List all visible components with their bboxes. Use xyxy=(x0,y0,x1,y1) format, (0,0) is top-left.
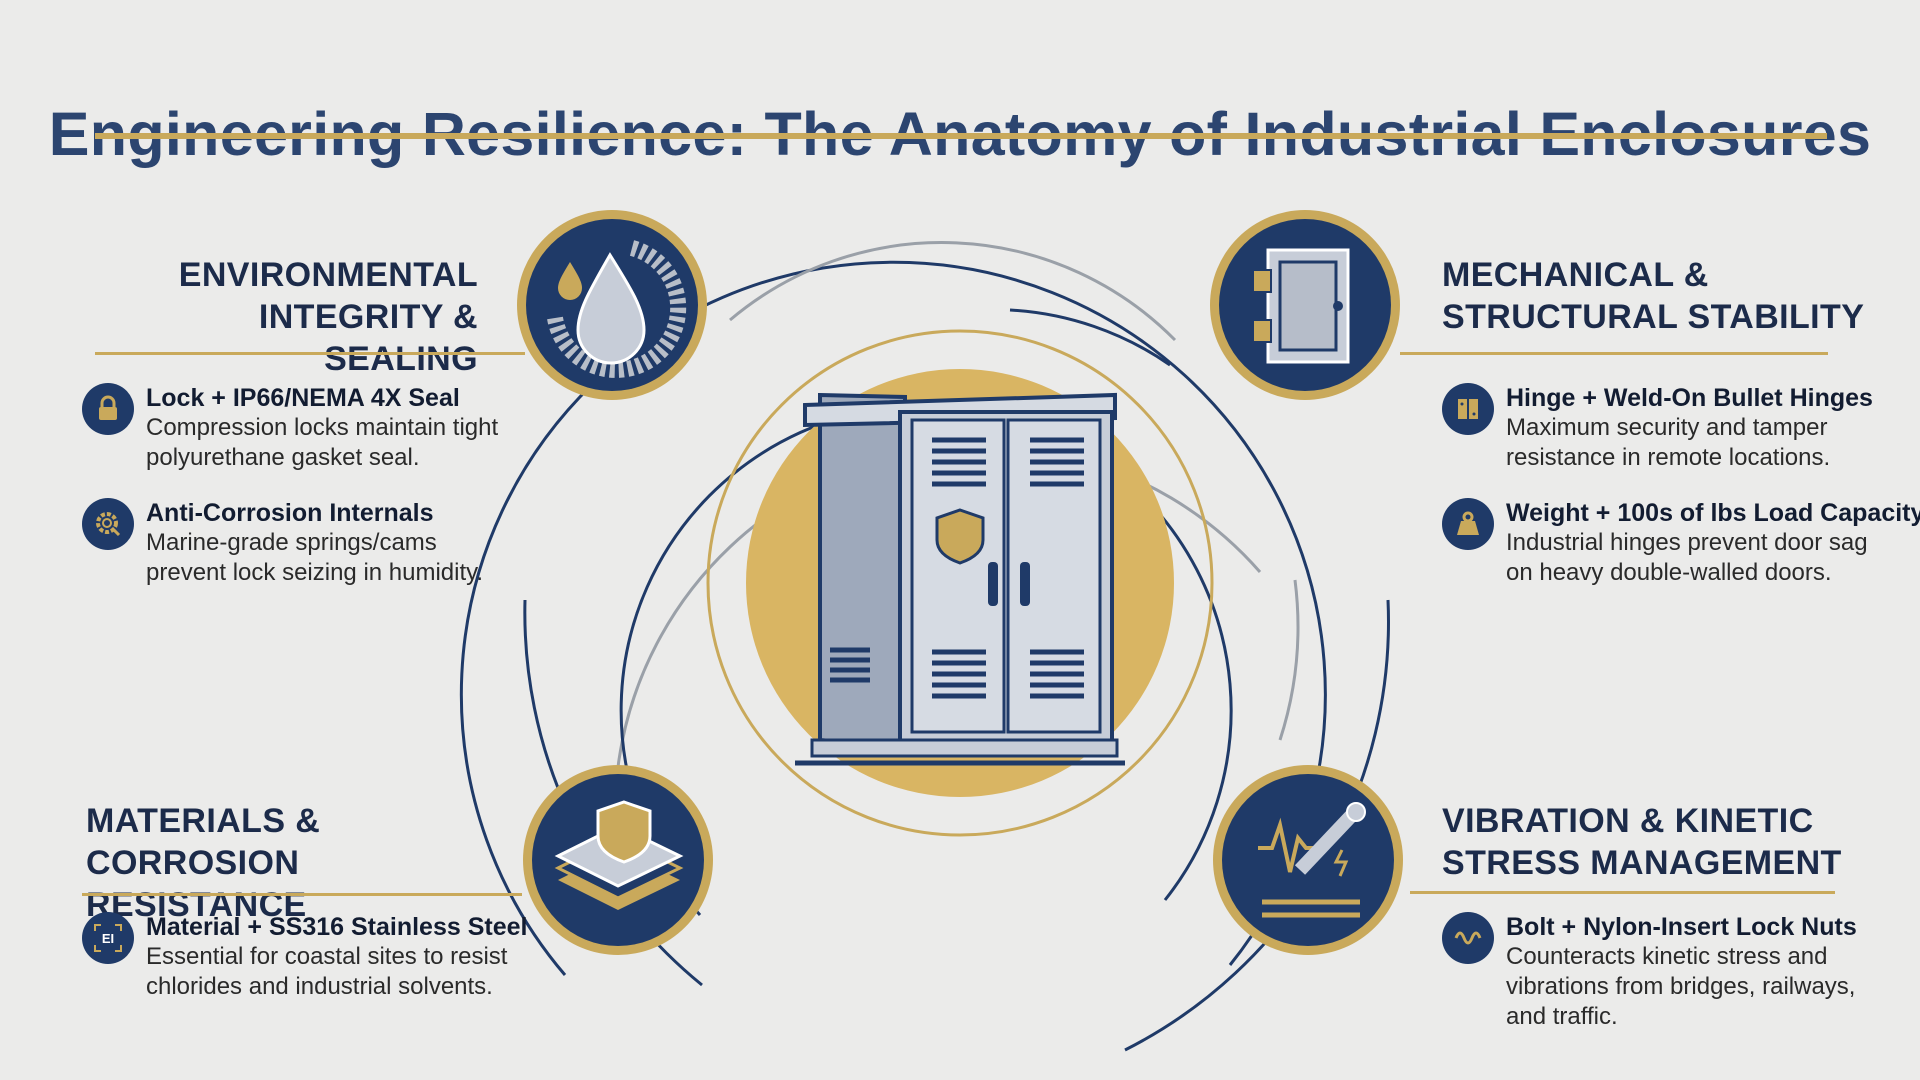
environmental-heading-line-2: INTEGRITY & SEALING xyxy=(258,298,478,378)
item-label: Bolt + Nylon-Insert Lock Nuts xyxy=(1506,913,1857,941)
vibration-heading-line-2: STRESS MANAGEMENT xyxy=(1442,844,1842,882)
environmental-rule xyxy=(95,352,525,355)
mechanical-heading-line-1: MECHANICAL & xyxy=(1442,256,1709,294)
item-label: Material + SS316 Stainless Steel xyxy=(146,913,528,941)
gear-search-icon xyxy=(82,498,134,550)
item-desc-line: prevent lock seizing in humidity. xyxy=(146,559,484,586)
environmental-heading: ENVIRONMENTAL INTEGRITY & SEALING xyxy=(100,254,478,380)
material-icon-text: EI xyxy=(102,931,114,946)
item-desc-line: chlorides and industrial solvents. xyxy=(146,973,493,1000)
item-desc-line: vibrations from bridges, railways, xyxy=(1506,973,1856,1000)
materials-heading-line-2: CORROSION RESISTANCE xyxy=(86,844,307,924)
materials-heading-line-1: MATERIALS & xyxy=(86,802,321,840)
hinge-icon xyxy=(1442,383,1494,435)
item-desc-line: and traffic. xyxy=(1506,1003,1618,1030)
enclosure-cabinet-icon xyxy=(795,392,1125,766)
door-hinge-icon xyxy=(1210,210,1400,400)
item-desc-line: Essential for coastal sites to resist xyxy=(146,943,508,970)
mechanical-heading: MECHANICAL & STRUCTURAL STABILITY xyxy=(1442,254,1882,338)
vibration-heading-line-1: VIBRATION & KINETIC xyxy=(1442,802,1814,840)
materials-heading: MATERIALS & CORROSION RESISTANCE xyxy=(86,800,526,926)
vibration-rule xyxy=(1410,891,1835,894)
environmental-heading-line-1: ENVIRONMENTAL xyxy=(178,256,478,294)
item-desc-line: polyurethane gasket seal. xyxy=(146,444,420,471)
item-desc-line: Maximum security and tamper xyxy=(1506,414,1828,441)
item-label: Anti-Corrosion Internals xyxy=(146,499,434,527)
item-desc-line: Counteracts kinetic stress and xyxy=(1506,943,1828,970)
item-desc-line: Marine-grade springs/cams xyxy=(146,529,437,556)
item-desc-line: Compression locks maintain tight xyxy=(146,414,499,441)
water-drop-seal-icon xyxy=(517,210,707,400)
item-label: Hinge + Weld-On Bullet Hinges xyxy=(1506,384,1873,412)
material-icon: EI xyxy=(82,912,134,964)
item-desc-line: on heavy double-walled doors. xyxy=(1506,559,1832,586)
item-desc-line: resistance in remote locations. xyxy=(1506,444,1831,471)
mechanical-heading-line-2: STRUCTURAL STABILITY xyxy=(1442,298,1865,336)
title-underline xyxy=(95,133,1827,139)
item-label: Weight + 100s of lbs Load Capacity xyxy=(1506,499,1920,527)
item-desc-line: Industrial hinges prevent door sag xyxy=(1506,529,1868,556)
vibration-heading: VIBRATION & KINETIC STRESS MANAGEMENT xyxy=(1442,800,1882,884)
materials-rule xyxy=(82,893,522,896)
wave-icon xyxy=(1442,912,1494,964)
shield-layers-icon xyxy=(523,765,713,955)
mechanical-rule xyxy=(1400,352,1828,355)
item-label: Lock + IP66/NEMA 4X Seal xyxy=(146,384,460,412)
spring-vibration-icon xyxy=(1213,765,1403,955)
lock-icon xyxy=(82,383,134,435)
weight-icon xyxy=(1442,498,1494,550)
